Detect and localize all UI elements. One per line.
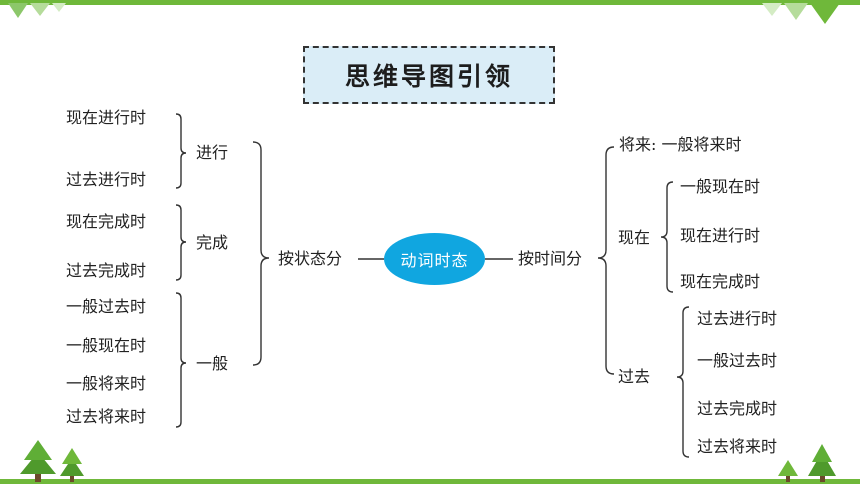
- right-item-simple-present: 一般现在时: [680, 177, 761, 196]
- bottom-right-tree-icon: [778, 444, 836, 482]
- top-border-bar: [0, 0, 860, 5]
- center-node-label: 动词时态: [400, 251, 469, 270]
- left-group-simple: 一般: [196, 354, 229, 373]
- top-right-triangle-decoration: [762, 3, 840, 24]
- left-item-past-progressive: 过去进行时: [66, 170, 147, 189]
- right-item-past-perfect: 过去完成时: [697, 399, 778, 418]
- title-box: 思维导图引领: [303, 46, 555, 104]
- left-item-simple-past: 一般过去时: [66, 297, 147, 316]
- center-node: 动词时态: [384, 233, 485, 285]
- right-group-past: 过去: [618, 367, 651, 386]
- left-group-perfect: 完成: [196, 233, 229, 252]
- top-left-triangle-decoration: [8, 3, 66, 18]
- bottom-left-tree-icon: [20, 440, 84, 482]
- left-branch-label: 按状态分: [278, 249, 343, 268]
- page-title: 思维导图引领: [344, 62, 513, 91]
- left-item-present-perfect: 现在完成时: [66, 212, 147, 231]
- left-item-simple-future: 一般将来时: [66, 374, 147, 393]
- right-item-past-progressive: 过去进行时: [697, 309, 778, 328]
- bottom-border-bar: [0, 479, 860, 484]
- right-item-present-progressive: 现在进行时: [680, 226, 761, 245]
- left-group-progressive: 进行: [196, 143, 229, 162]
- right-group-present: 现在: [618, 228, 651, 247]
- right-branch-label: 按时间分: [518, 249, 583, 268]
- left-item-present-progressive: 现在进行时: [66, 108, 147, 127]
- right-future-label: 将来: 一般将来时: [619, 135, 742, 154]
- left-item-future-in-past: 过去将来时: [66, 407, 147, 426]
- right-item-simple-past: 一般过去时: [697, 351, 778, 370]
- right-item-future-in-past: 过去将来时: [697, 437, 778, 456]
- left-item-simple-present: 一般现在时: [66, 336, 147, 355]
- right-item-present-perfect: 现在完成时: [680, 272, 761, 291]
- left-item-past-perfect: 过去完成时: [66, 261, 147, 280]
